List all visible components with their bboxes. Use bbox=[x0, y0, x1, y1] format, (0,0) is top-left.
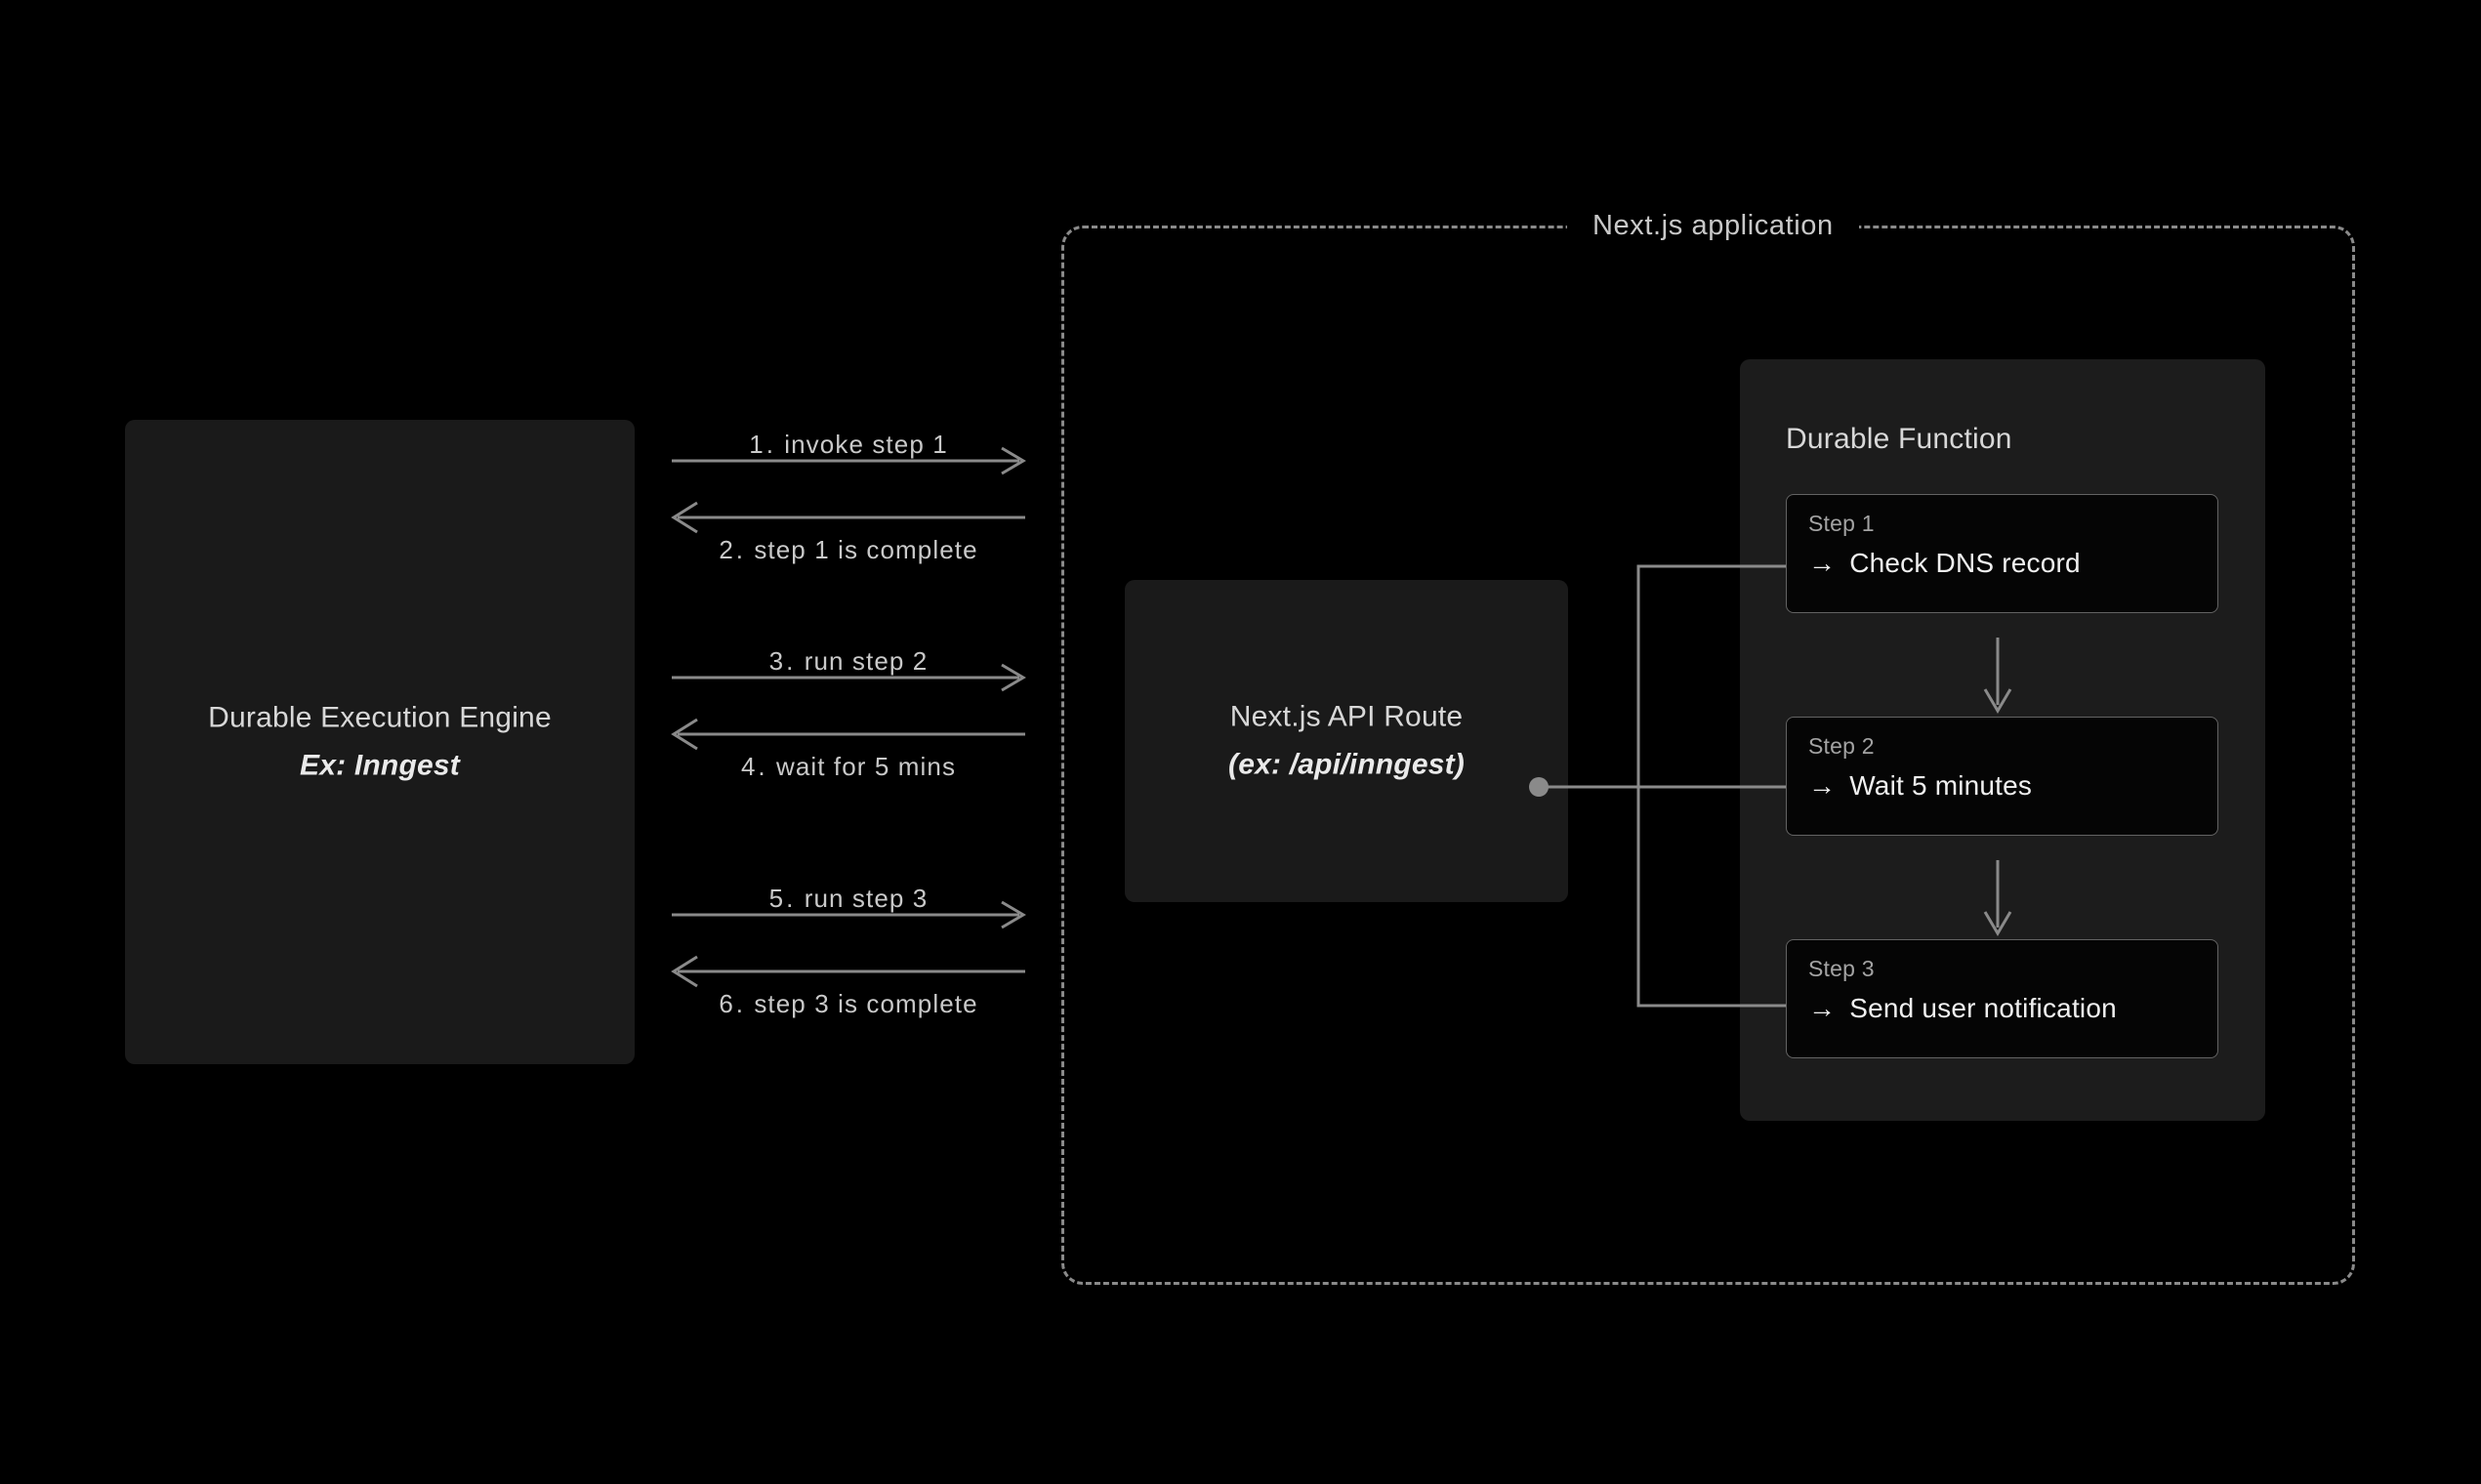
message-2-arrow-icon bbox=[671, 501, 1025, 534]
arrow-right-icon: → bbox=[1808, 770, 1837, 801]
message-6: 6. step 3 is complete bbox=[671, 954, 1025, 1022]
step-3-body: → Send user notification bbox=[1808, 993, 2117, 1024]
step-2-body: → Wait 5 minutes bbox=[1808, 770, 2032, 802]
message-5-text: run step 3 bbox=[804, 884, 929, 913]
message-4-arrow-icon bbox=[671, 718, 1025, 751]
api-route-label-group: Next.js API Route (ex: /api/inngest) bbox=[1125, 693, 1568, 788]
message-1-number: 1. bbox=[749, 430, 776, 459]
engine-subtitle: Ex: Inngest bbox=[300, 749, 460, 781]
message-4-text: wait for 5 mins bbox=[775, 752, 957, 781]
step-2-text: Wait 5 minutes bbox=[1849, 770, 2033, 801]
arrow-right-icon: → bbox=[1808, 993, 1837, 1023]
message-2: 2. step 1 is complete bbox=[671, 500, 1025, 568]
durable-function-panel: Durable Function Step 1 → Check DNS recor… bbox=[1740, 359, 2265, 1121]
message-5-arrow-icon bbox=[672, 900, 1026, 929]
step-1-text: Check DNS record bbox=[1849, 548, 2081, 578]
message-3-label: 3. run step 2 bbox=[672, 646, 1025, 677]
message-6-arrow-icon bbox=[671, 955, 1025, 988]
message-3: 3. run step 2 bbox=[672, 646, 1026, 692]
message-5: 5. run step 3 bbox=[672, 884, 1026, 929]
step-1-kicker: Step 1 bbox=[1808, 511, 1875, 536]
message-6-label: 6. step 3 is complete bbox=[672, 989, 1025, 1019]
message-6-text: step 3 is complete bbox=[754, 989, 978, 1018]
step-1-body: → Check DNS record bbox=[1808, 548, 2081, 579]
message-5-number: 5. bbox=[768, 884, 797, 913]
message-4-number: 4. bbox=[740, 752, 768, 781]
api-route-subtitle: (ex: /api/inngest) bbox=[1228, 748, 1465, 780]
message-4: 4. wait for 5 mins bbox=[671, 717, 1025, 785]
step-card-3[interactable]: Step 3 → Send user notification bbox=[1786, 939, 2218, 1058]
message-2-label: 2. step 1 is complete bbox=[672, 535, 1025, 565]
arrow-right-icon: → bbox=[1808, 548, 1837, 578]
step-2-kicker: Step 2 bbox=[1808, 733, 1875, 759]
message-2-number: 2. bbox=[719, 535, 746, 564]
nextjs-api-route-box: Next.js API Route (ex: /api/inngest) bbox=[1125, 580, 1568, 902]
step-3-text: Send user notification bbox=[1849, 993, 2117, 1023]
nextjs-application-title: Next.js application bbox=[1567, 198, 1859, 253]
message-6-number: 6. bbox=[719, 989, 746, 1018]
durable-execution-engine-box: Durable Execution Engine Ex: Inngest bbox=[125, 420, 635, 1064]
message-5-label: 5. run step 3 bbox=[672, 884, 1025, 914]
message-4-label: 4. wait for 5 mins bbox=[672, 752, 1025, 782]
message-1: 1. invoke step 1 bbox=[672, 430, 1026, 475]
message-1-text: invoke step 1 bbox=[784, 430, 948, 459]
step-card-2[interactable]: Step 2 → Wait 5 minutes bbox=[1786, 717, 2218, 836]
message-1-label: 1. invoke step 1 bbox=[672, 430, 1025, 460]
api-route-title: Next.js API Route bbox=[1229, 700, 1464, 733]
engine-title: Durable Execution Engine bbox=[208, 701, 552, 734]
message-1-arrow-icon bbox=[672, 446, 1026, 475]
step-card-1[interactable]: Step 1 → Check DNS record bbox=[1786, 494, 2218, 613]
message-3-text: run step 2 bbox=[804, 646, 929, 676]
step-3-kicker: Step 3 bbox=[1808, 956, 1875, 981]
message-3-arrow-icon bbox=[672, 663, 1026, 692]
engine-label-group: Durable Execution Engine Ex: Inngest bbox=[125, 694, 635, 789]
message-3-number: 3. bbox=[768, 646, 797, 676]
durable-function-title: Durable Function bbox=[1786, 423, 2012, 455]
message-2-text: step 1 is complete bbox=[754, 535, 978, 564]
